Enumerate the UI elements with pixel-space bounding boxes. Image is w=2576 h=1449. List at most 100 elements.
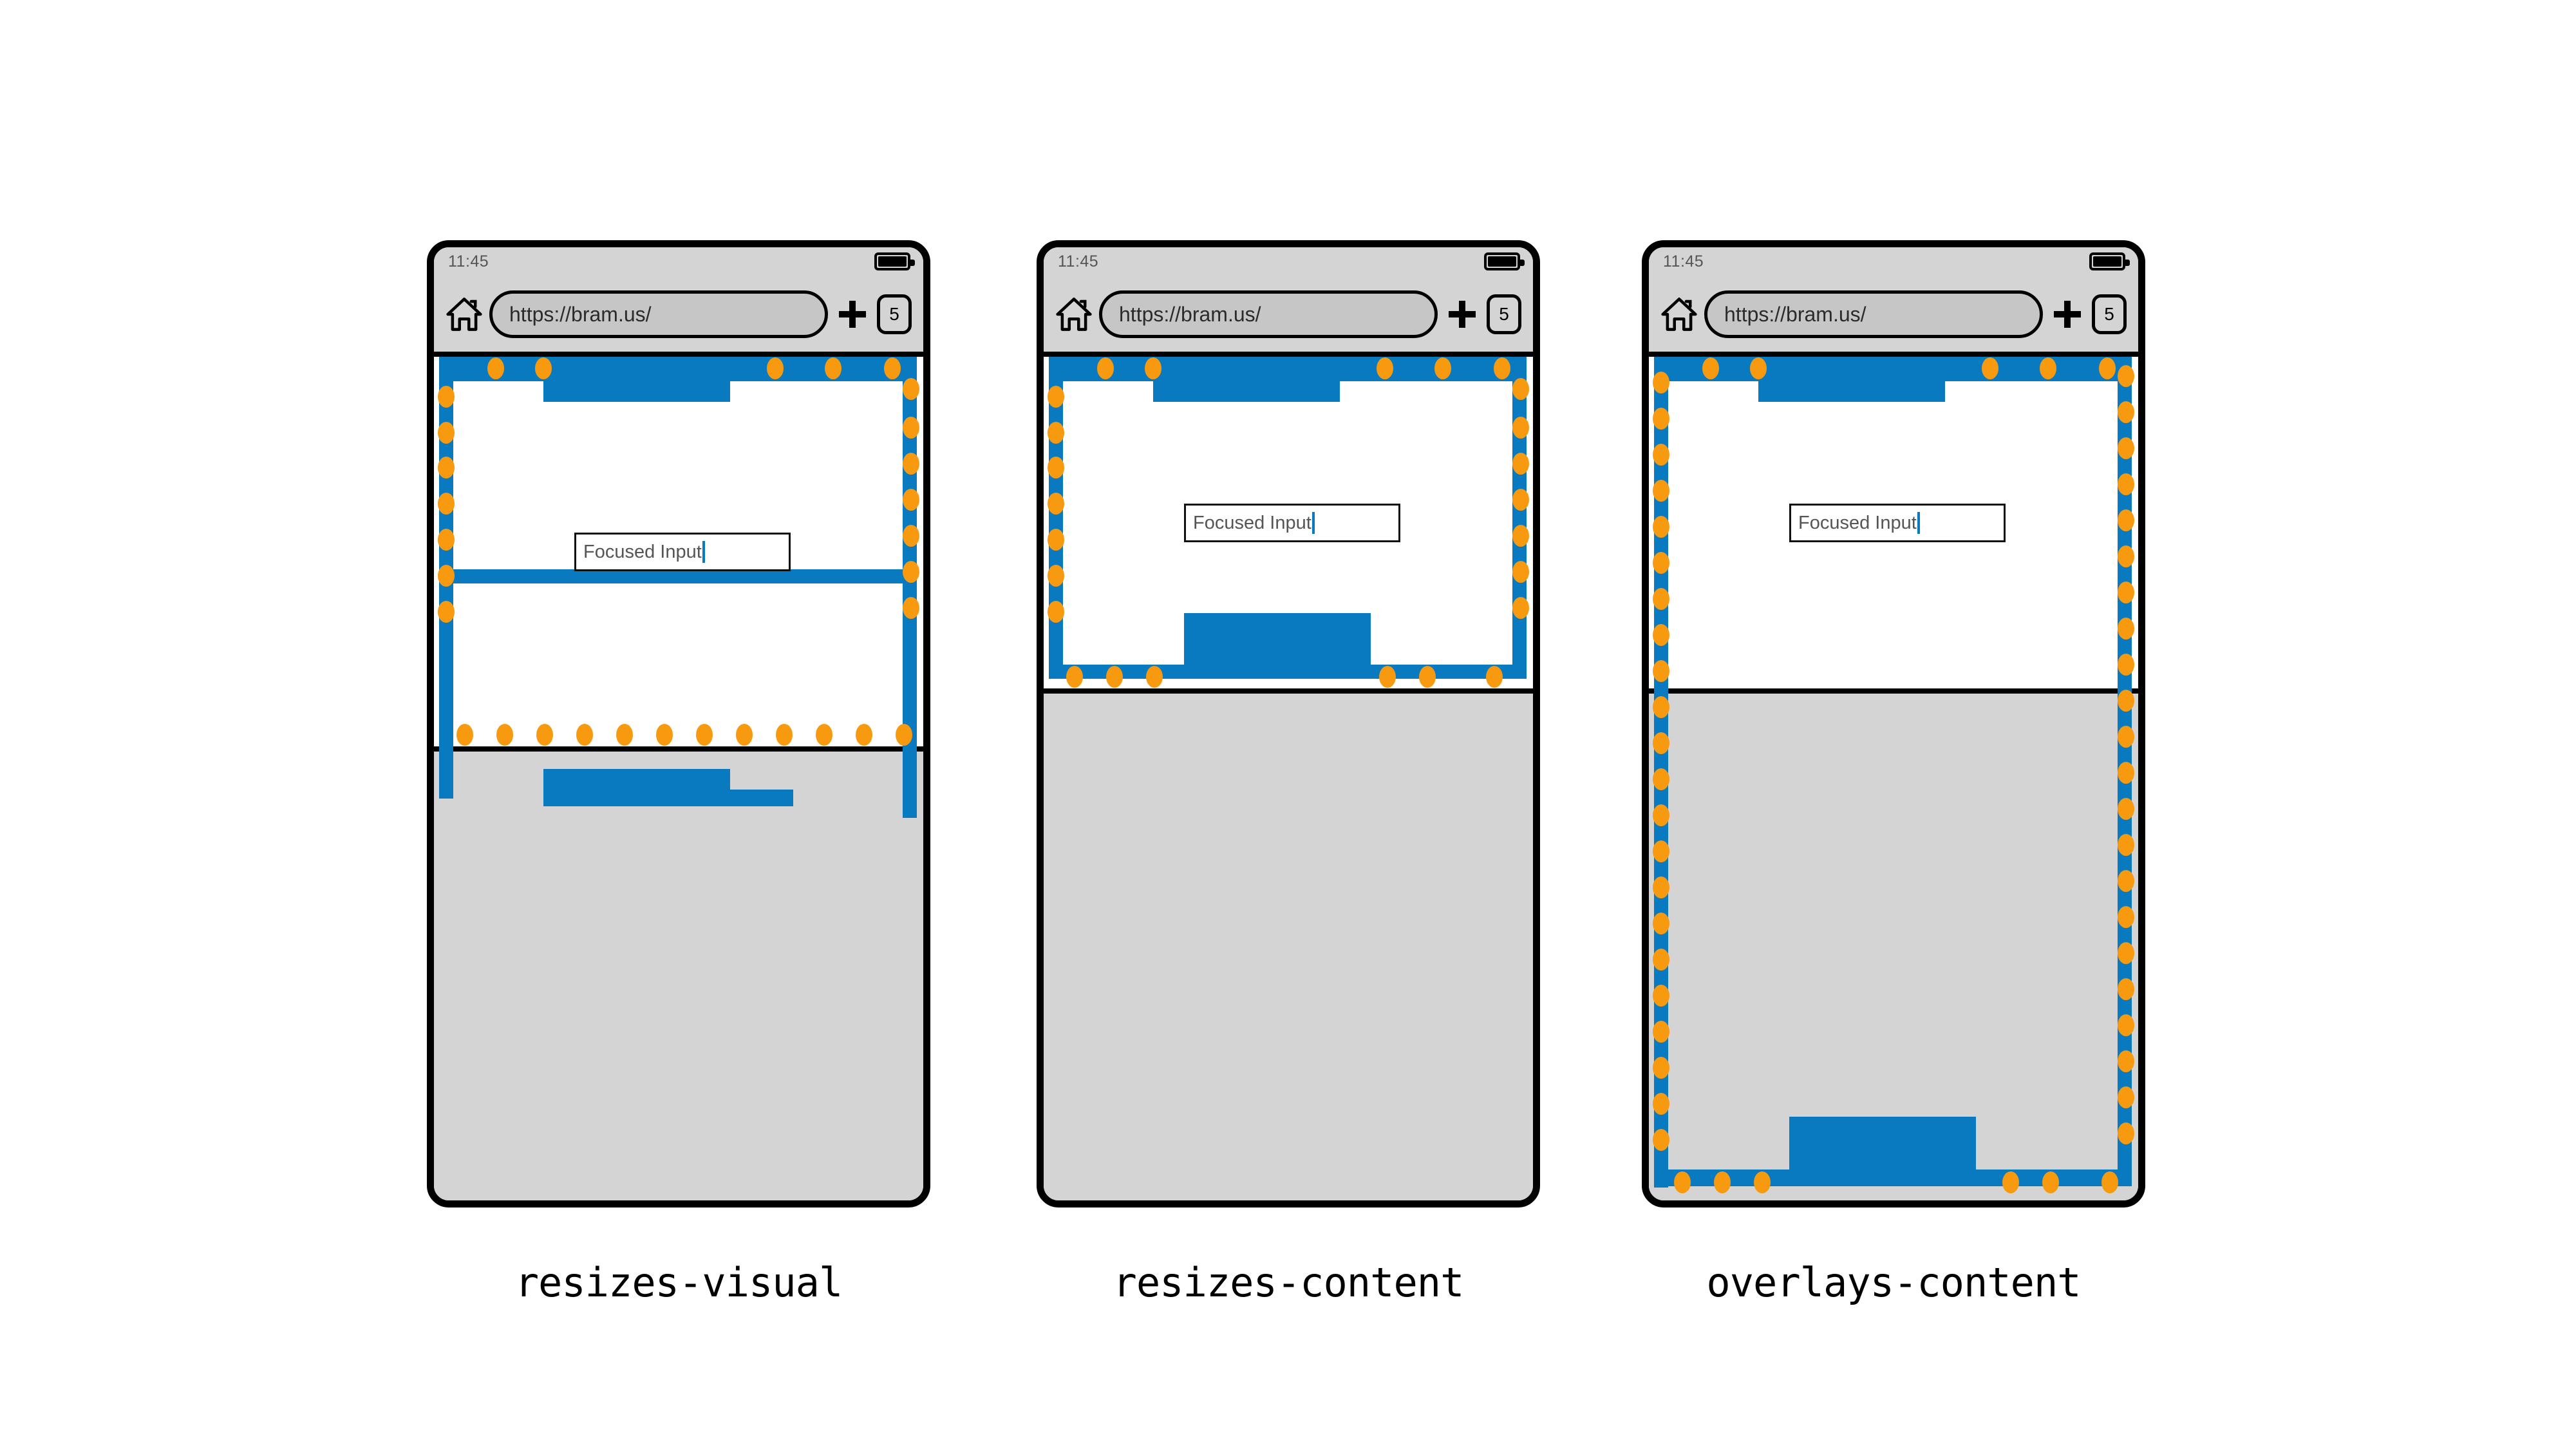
layout-viewport-dot — [1750, 357, 1767, 379]
layout-viewport-dot — [2118, 401, 2134, 423]
status-bar: 11:45 — [434, 247, 923, 277]
layout-viewport-dot — [1653, 1021, 1669, 1043]
layout-viewport-dot — [438, 529, 455, 551]
layout-viewport-dot — [1653, 876, 1669, 898]
layout-viewport-dot — [616, 724, 633, 746]
layout-viewport-dot — [2002, 1171, 2019, 1193]
plus-icon[interactable] — [2052, 299, 2083, 330]
layout-viewport-dot — [1512, 489, 1529, 511]
layout-viewport-dot — [903, 489, 919, 511]
layout-viewport-dot — [456, 724, 473, 746]
visual-viewport-bar — [903, 721, 917, 818]
tab-count-button[interactable]: 5 — [2092, 294, 2127, 334]
panel-caption-overlays-content: overlays-content — [1706, 1259, 2081, 1306]
url-bar[interactable]: https://bram.us/ — [1704, 290, 2043, 338]
status-clock: 11:45 — [1663, 252, 1704, 270]
layout-viewport-dot — [1653, 840, 1669, 862]
layout-viewport-dot — [2118, 870, 2134, 892]
layout-viewport-dot — [1146, 666, 1163, 688]
plus-icon[interactable] — [837, 299, 868, 330]
layout-viewport-dot — [1653, 1093, 1669, 1115]
layout-viewport-dot — [767, 357, 784, 379]
layout-viewport-dot — [1048, 422, 1064, 444]
focused-input[interactable]: Focused Input — [1789, 504, 2006, 542]
layout-viewport-dot — [1653, 768, 1669, 790]
browser-chrome: 11:45 https://bram.us/5 — [1044, 247, 1533, 357]
virtual-keyboard-area — [1044, 694, 1533, 1200]
focused-input-value: Focused Input — [1193, 512, 1312, 533]
layout-viewport-dot — [1653, 552, 1669, 574]
tab-count-label: 5 — [889, 304, 899, 324]
focused-input-value: Focused Input — [1798, 512, 1917, 533]
layout-viewport-dot — [1512, 525, 1529, 547]
layout-viewport-dot — [1653, 804, 1669, 826]
layout-viewport-dot — [2118, 834, 2134, 856]
text-caret — [1917, 512, 1920, 534]
layout-viewport-dot — [1512, 378, 1529, 400]
layout-viewport-dot — [1653, 732, 1669, 754]
layout-viewport-dot — [2118, 798, 2134, 820]
layout-viewport-dot — [2118, 365, 2134, 387]
visual-viewport-bar — [439, 569, 917, 583]
visual-viewport-bar — [1512, 357, 1527, 679]
layout-viewport-dot — [1377, 357, 1393, 379]
layout-viewport-dot — [2118, 437, 2134, 459]
visual-viewport-bar — [712, 790, 793, 806]
tab-count-button[interactable]: 5 — [1487, 294, 1521, 334]
layout-viewport-dot — [1754, 1171, 1771, 1193]
layout-viewport-dot — [776, 724, 793, 746]
layout-viewport-dot — [1512, 561, 1529, 583]
layout-viewport-dot — [903, 417, 919, 439]
visual-viewport-bar — [543, 357, 730, 402]
layout-viewport-dot — [2101, 1171, 2118, 1193]
url-bar[interactable]: https://bram.us/ — [489, 290, 828, 338]
layout-viewport-dot — [438, 386, 455, 408]
layout-viewport-dot — [1653, 624, 1669, 646]
layout-viewport-dot — [1982, 357, 1998, 379]
text-caret — [702, 541, 705, 563]
layout-viewport-dot — [1653, 588, 1669, 610]
layout-viewport-dot — [2118, 1014, 2134, 1036]
layout-viewport-dot — [1653, 1057, 1669, 1079]
layout-viewport-dot — [816, 724, 832, 746]
layout-viewport-dot — [536, 724, 553, 746]
layout-viewport-dot — [696, 724, 713, 746]
layout-viewport-dot — [1653, 949, 1669, 971]
layout-viewport-dot — [1379, 666, 1396, 688]
layout-viewport-dot — [2118, 618, 2134, 639]
battery-icon — [1484, 252, 1525, 270]
layout-viewport-dot — [1653, 660, 1669, 682]
layout-viewport-dot — [2118, 1086, 2134, 1108]
viewport-marker-overlay — [434, 357, 923, 1200]
home-icon[interactable] — [1660, 296, 1698, 333]
layout-viewport-dot — [896, 724, 912, 746]
status-bar: 11:45 — [1044, 247, 1533, 277]
layout-viewport-dot — [1653, 913, 1669, 934]
keyboard-divider — [1649, 688, 2138, 694]
home-icon[interactable] — [1055, 296, 1093, 333]
layout-viewport-dot — [438, 493, 455, 515]
visual-viewport-bar — [439, 725, 453, 783]
plus-icon[interactable] — [1447, 299, 1478, 330]
focused-input[interactable]: Focused Input — [1184, 504, 1400, 542]
layout-viewport-dot — [2118, 1050, 2134, 1072]
layout-viewport-dot — [1494, 357, 1510, 379]
layout-viewport-dot — [1106, 666, 1123, 688]
url-text: https://bram.us/ — [509, 302, 652, 326]
url-bar[interactable]: https://bram.us/ — [1099, 290, 1438, 338]
layout-viewport-dot — [1653, 696, 1669, 718]
tab-count-button[interactable]: 5 — [877, 294, 912, 334]
layout-viewport-dot — [2118, 726, 2134, 748]
device-screen: Focused Input — [1649, 357, 2138, 1200]
layout-viewport-dot — [2118, 762, 2134, 784]
focused-input[interactable]: Focused Input — [574, 533, 791, 571]
panel-caption-resizes-visual: resizes-visual — [514, 1259, 843, 1306]
virtual-keyboard-area — [1649, 694, 2138, 1200]
home-icon[interactable] — [446, 296, 483, 333]
layout-viewport-dot — [1714, 1171, 1731, 1193]
tab-count-label: 5 — [1499, 304, 1509, 324]
layout-viewport-dot — [1653, 985, 1669, 1007]
layout-viewport-dot — [825, 357, 841, 379]
